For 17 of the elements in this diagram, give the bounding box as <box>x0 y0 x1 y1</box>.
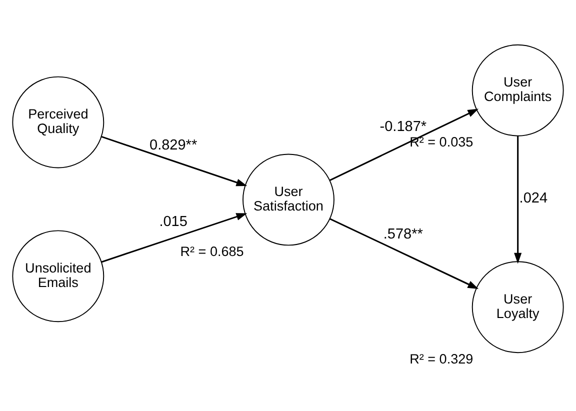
arrow <box>101 135 248 186</box>
edge-label: .024 <box>519 190 548 206</box>
arrow <box>330 218 479 289</box>
arrow <box>101 212 248 262</box>
node-circle: Unsolicited Emails <box>12 230 104 322</box>
node-circle: User Loyalty <box>472 260 564 353</box>
arrow <box>330 108 479 180</box>
node-label: R² = 0.685 <box>180 244 244 259</box>
edge-label: 0.829** <box>150 136 198 153</box>
node-circle: User Satisfaction <box>242 153 334 246</box>
node-circle: Perceived Quality <box>12 76 104 168</box>
arrow <box>514 136 522 264</box>
edge-label: .015 <box>159 213 188 230</box>
node-label: R² = 0.329 <box>410 350 474 366</box>
edge-label: -0.187* <box>380 118 427 134</box>
edge-label: .578** <box>383 226 423 242</box>
node-circle: User Complaints <box>472 44 564 136</box>
